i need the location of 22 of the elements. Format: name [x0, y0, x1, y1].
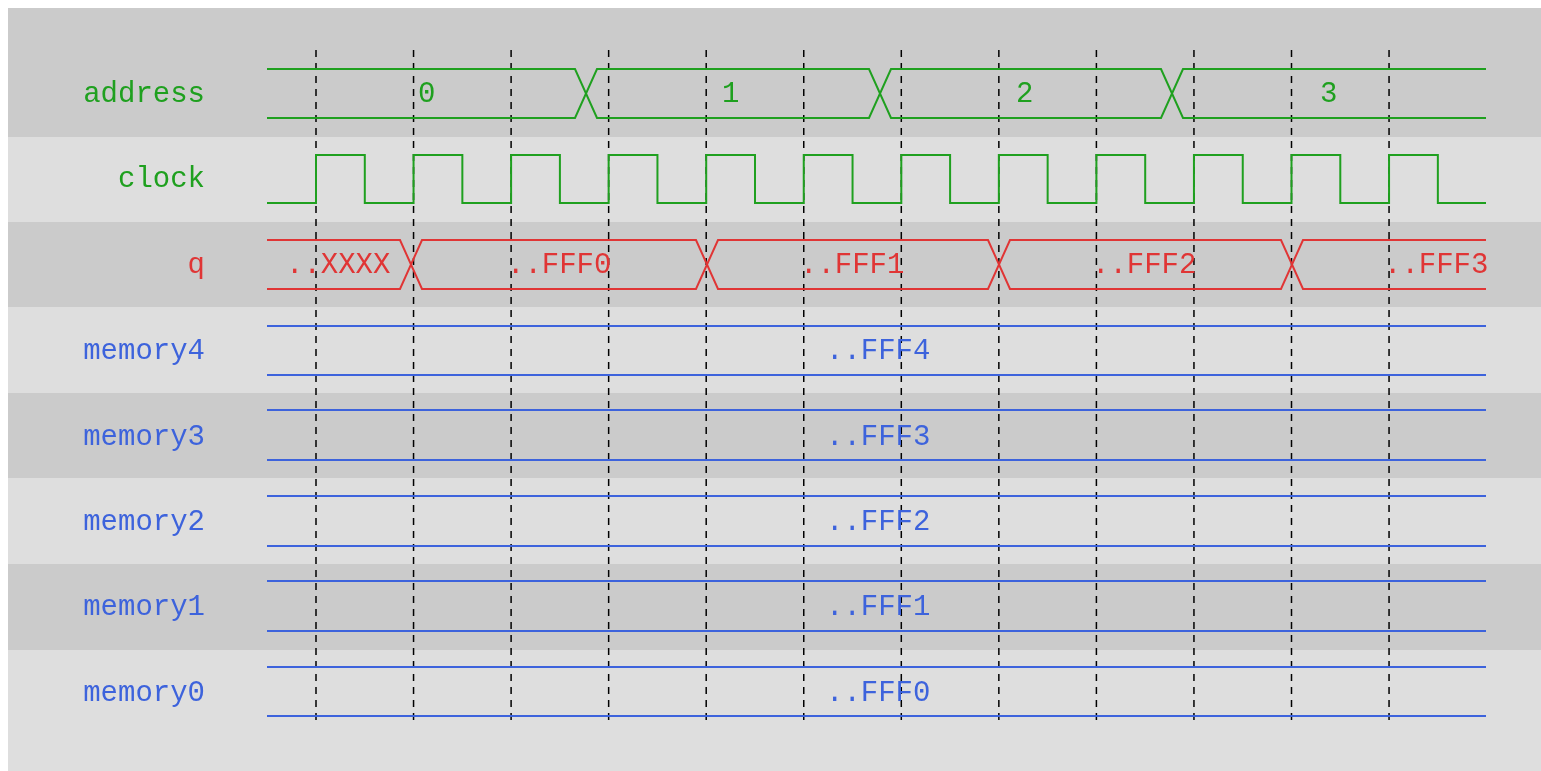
bus-value: ..FFF3 — [826, 422, 931, 454]
signal-name: address — [83, 79, 205, 111]
bus-value: ..FFF3 — [1384, 250, 1489, 282]
bus-value: 2 — [1016, 79, 1034, 111]
bus-value: ..FFF2 — [826, 507, 931, 539]
bus-value: ..FFF1 — [800, 250, 905, 282]
signal-name: clock — [118, 164, 205, 196]
signal-name: q — [187, 250, 205, 282]
bus-value: 0 — [418, 79, 436, 111]
signal-name: memory3 — [83, 422, 205, 454]
bus-value: 1 — [722, 79, 740, 111]
bus-value: ..FFF1 — [826, 592, 931, 624]
signal-name: memory2 — [83, 507, 205, 539]
bus-value: ..FFF4 — [826, 336, 931, 368]
bus-value: ..XXXX — [286, 250, 391, 282]
signal-name: memory1 — [83, 592, 205, 624]
bus-value: ..FFF0 — [826, 678, 931, 710]
bus-value: 3 — [1320, 79, 1338, 111]
signal-name: memory0 — [83, 678, 205, 710]
bus-value: ..FFF2 — [1092, 250, 1197, 282]
signal-name: memory4 — [83, 336, 205, 368]
bus-value: ..FFF0 — [507, 250, 612, 282]
